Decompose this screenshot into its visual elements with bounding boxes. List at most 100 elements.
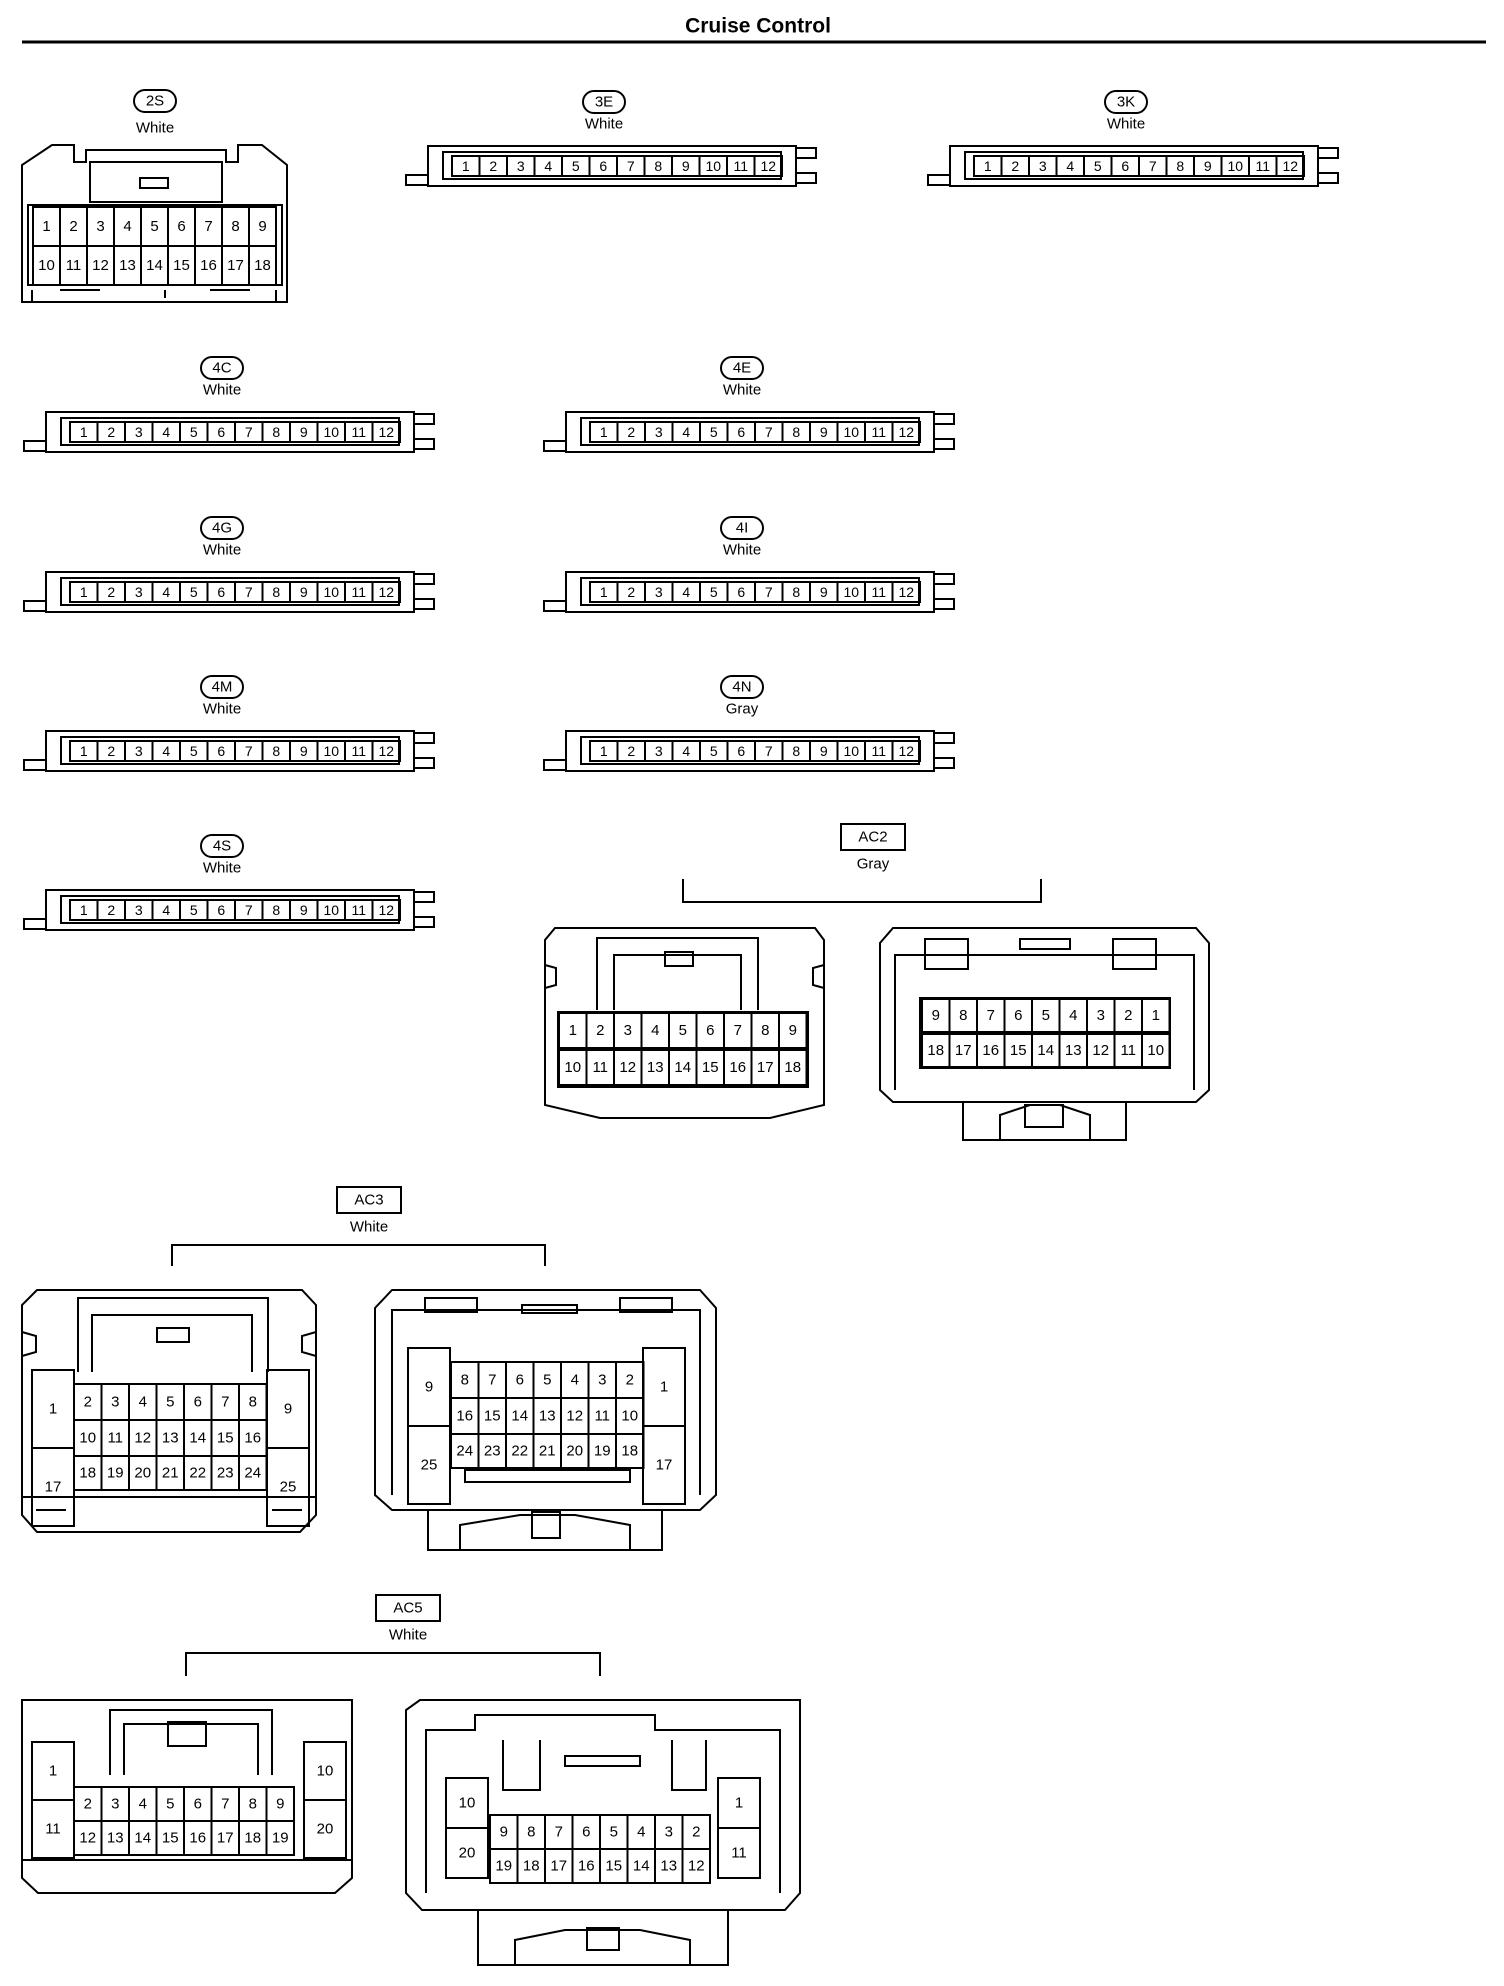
pin-label: 10 [843, 584, 859, 600]
connector-color: White [723, 382, 761, 399]
connector-tab [413, 413, 435, 425]
pin-label: 12 [79, 1830, 96, 1847]
connector-color: White [136, 120, 174, 137]
connector-color: White [389, 1627, 427, 1644]
pin-label: 7 [765, 424, 773, 440]
connector-tab [413, 757, 435, 769]
pin-label: 14 [511, 1408, 528, 1425]
connector-id: 4M [212, 679, 233, 696]
pin-label: 8 [249, 1796, 257, 1813]
pin-cell [445, 1827, 489, 1879]
pin-cell [371, 421, 401, 443]
pin-label: 6 [706, 1022, 714, 1039]
pin-label: 1 [600, 584, 608, 600]
pin-label: 14 [633, 1858, 650, 1875]
pin-label: 10 [843, 743, 859, 759]
pin-label: 13 [162, 1430, 179, 1447]
bracket-line [171, 1244, 546, 1266]
pin-label: 11 [594, 1408, 610, 1425]
pin-cell [717, 1827, 761, 1879]
connector-id-badge [720, 675, 764, 699]
pin-label: 15 [1010, 1042, 1027, 1059]
guide-slot [521, 1304, 578, 1314]
connector-id-badge [720, 356, 764, 380]
latch [89, 161, 223, 203]
pin-label: 3 [111, 1796, 119, 1813]
pin-label: 17 [45, 1479, 62, 1496]
pin-label: 3 [598, 1372, 606, 1389]
pin-label: 11 [871, 743, 886, 759]
pin-cell [891, 740, 921, 762]
pin-label: 11 [1120, 1042, 1136, 1059]
pin-label: 2 [627, 424, 635, 440]
pin-label: 10 [1227, 158, 1243, 174]
connector-color: White [350, 1219, 388, 1236]
pin-label: 9 [300, 902, 308, 918]
pin-label: 8 [959, 1007, 967, 1024]
connector-body [565, 730, 935, 772]
pin-label: 23 [217, 1465, 234, 1482]
pin-label: 18 [621, 1443, 638, 1460]
connector-latch [405, 174, 429, 186]
pin-cell [642, 1425, 686, 1505]
pin-label: 7 [245, 743, 253, 759]
pin-label: 7 [488, 1372, 496, 1389]
pin-label: 5 [610, 1824, 618, 1841]
pin-label: 13 [660, 1858, 677, 1875]
connector-tab [413, 891, 435, 903]
pin-label: 10 [843, 424, 859, 440]
pin-label: 3 [1039, 158, 1047, 174]
pin-label: 5 [150, 218, 158, 235]
pin-cell [891, 421, 921, 443]
connector-outline [21, 1289, 317, 1533]
connector-latch [23, 440, 47, 452]
pin-label: 5 [710, 424, 718, 440]
connector-tab [413, 732, 435, 744]
pin-label: 6 [1121, 158, 1129, 174]
pin-label: 15 [605, 1858, 622, 1875]
pin-label: 2 [84, 1394, 92, 1411]
pin-label: 24 [456, 1443, 473, 1460]
pin-label: 6 [582, 1824, 590, 1841]
header: Cruise Control [22, 15, 1486, 44]
pin-label: 8 [792, 584, 800, 600]
pin-label: 22 [189, 1465, 206, 1482]
connector-id: 4S [213, 838, 231, 855]
pin-label: 8 [231, 218, 239, 235]
pin-label: 20 [566, 1443, 583, 1460]
connector-color: White [203, 701, 241, 718]
pin-label: 4 [1066, 158, 1074, 174]
connector-latch [23, 918, 47, 930]
pin-cell [1141, 998, 1171, 1033]
pin-label: 8 [249, 1394, 257, 1411]
pin-label: 14 [1037, 1042, 1054, 1059]
pin-label: 3 [135, 743, 143, 759]
pin-label: 1 [80, 424, 88, 440]
pin-label: 19 [594, 1443, 611, 1460]
connector-id: 4G [212, 520, 232, 537]
connector-color: Gray [726, 701, 759, 718]
pin-label: 4 [682, 424, 690, 440]
pin-label: 1 [735, 1795, 743, 1812]
pin-label: 6 [217, 584, 225, 600]
lock-housing [999, 1104, 1091, 1140]
pin-label: 5 [190, 743, 198, 759]
pin-label: 3 [665, 1824, 673, 1841]
pin-label: 11 [731, 1845, 747, 1862]
pin-label: 15 [173, 257, 190, 274]
connector-outline [21, 144, 288, 303]
pin-label: 10 [79, 1430, 96, 1447]
pin-label: 8 [792, 743, 800, 759]
pin-label: 10 [323, 584, 339, 600]
pin-label: 10 [317, 1763, 334, 1780]
lock-tab [531, 1511, 561, 1539]
pin-label: 3 [655, 743, 663, 759]
pin-label: 13 [647, 1059, 664, 1076]
pin-label: 1 [462, 158, 470, 174]
connector-id-badge [720, 516, 764, 540]
